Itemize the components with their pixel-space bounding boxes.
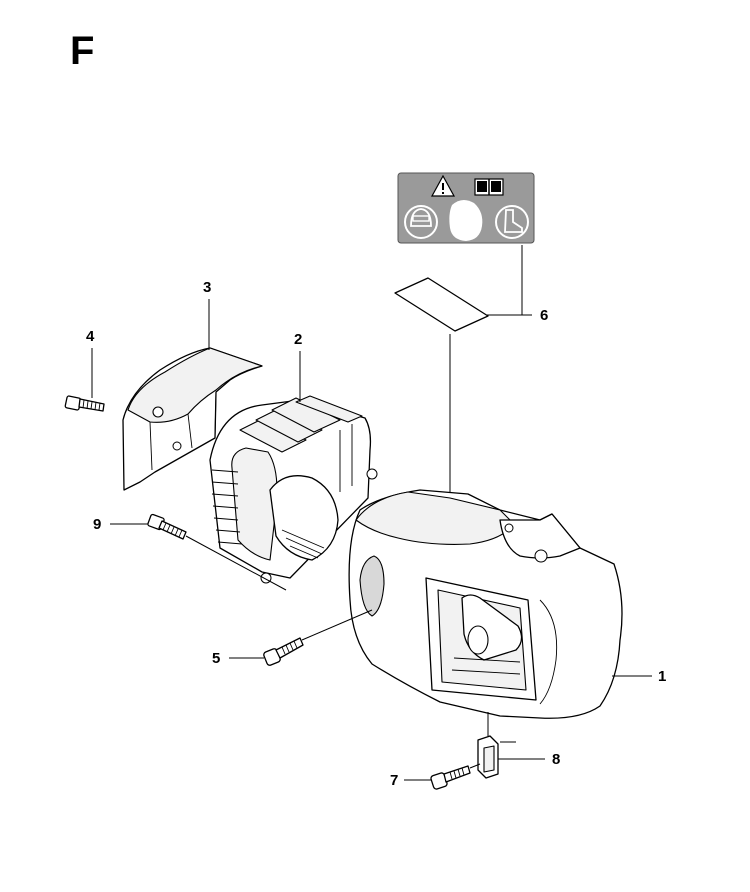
warning-triangle-icon <box>430 174 456 197</box>
top-cover-illustration <box>122 347 263 491</box>
boot-icon <box>495 205 529 239</box>
screw-7-illustration <box>430 765 471 790</box>
callout-4: 4 <box>86 328 95 345</box>
clip-nut-illustration <box>477 735 499 779</box>
callout-2: 2 <box>294 331 302 348</box>
callout-1: 1 <box>658 668 666 685</box>
screw-4-illustration <box>64 395 105 412</box>
warning-decal-illustration <box>397 172 535 244</box>
callout-5: 5 <box>212 650 220 667</box>
screw-5-illustration <box>263 637 304 666</box>
callout-9: 9 <box>93 516 101 533</box>
decal-outline <box>394 277 489 332</box>
callout-6: 6 <box>540 307 548 324</box>
cooling-shroud-illustration <box>209 395 378 584</box>
screw-9-illustration <box>147 513 187 540</box>
callout-7: 7 <box>390 772 398 789</box>
cylinder-cover-illustration <box>348 489 623 719</box>
head-protection-icon <box>404 205 438 239</box>
glove-icon <box>449 199 483 241</box>
callout-8: 8 <box>552 751 560 768</box>
section-letter: F <box>70 29 94 73</box>
manual-book-icon <box>474 178 504 196</box>
callout-3: 3 <box>203 279 211 296</box>
